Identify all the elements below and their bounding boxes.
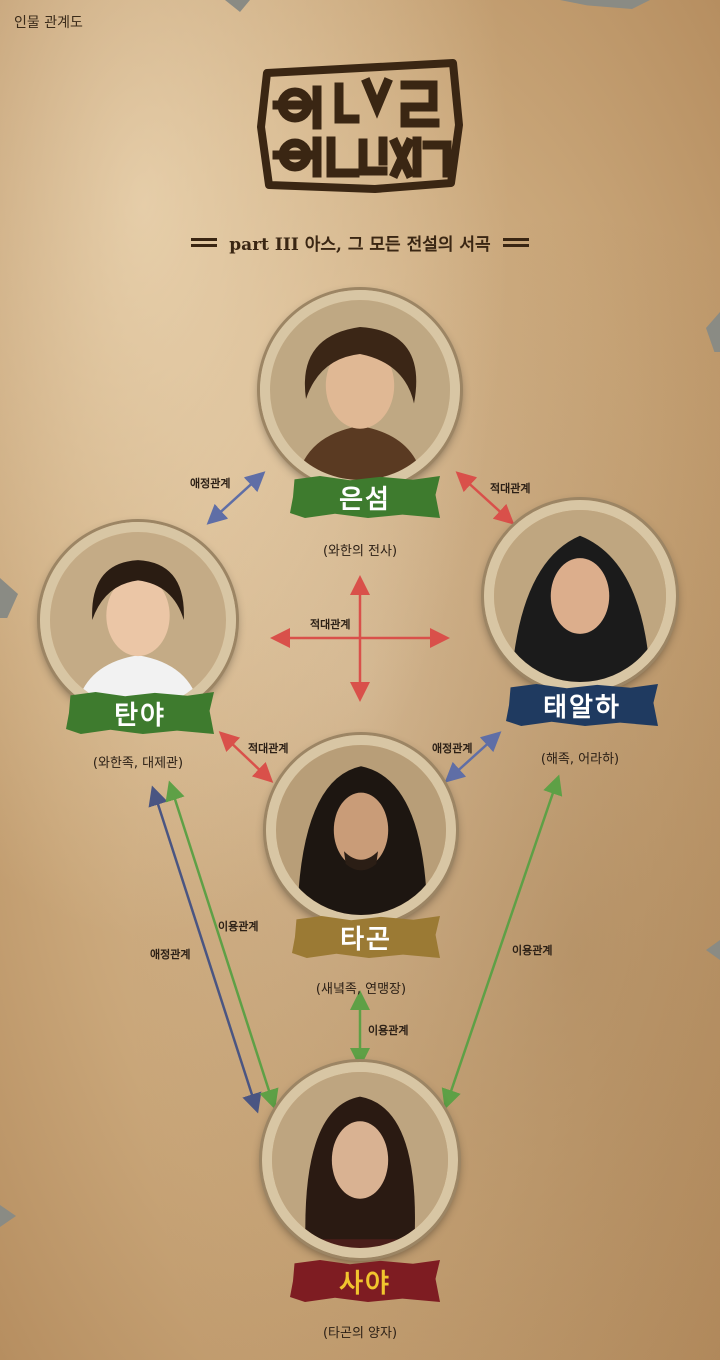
- character-photo: [50, 532, 226, 708]
- double-bar-icon: [191, 238, 218, 247]
- nameplate-tanya: 탄야: [66, 692, 214, 734]
- relation-label: 애정관계: [150, 948, 191, 961]
- subtitle: part III 아스, 그 모든 전설의 서곡: [0, 230, 720, 255]
- portrait-taealha: [484, 500, 676, 692]
- relation-label: 적대관계: [248, 742, 289, 755]
- name-tagon: 타곤: [340, 924, 392, 955]
- subtitle-text: part III 아스, 그 모든 전설의 서곡: [229, 235, 491, 255]
- nameplate-taealha: 태알하: [506, 684, 658, 726]
- arrow-taealha-saya: [441, 774, 563, 1110]
- arrow-eunseom-tanya: [206, 471, 266, 525]
- relation-label: 이용관계: [218, 920, 259, 933]
- portrait-eunseom: [260, 290, 460, 490]
- portrait-tanya: [40, 522, 236, 718]
- character-photo: [270, 300, 450, 480]
- character-photo: [494, 510, 666, 682]
- character-photo: [276, 745, 446, 915]
- arrow-tanya-tagon: [218, 731, 274, 783]
- portrait-saya: [262, 1062, 458, 1258]
- relation-label: 이용관계: [512, 944, 553, 957]
- character-photo: [272, 1072, 448, 1248]
- arrow-taealha-tagon: [444, 731, 502, 783]
- name-saya: 사야: [339, 1268, 391, 1299]
- name-taealha: 태알하: [543, 692, 621, 723]
- double-bar-icon: [502, 238, 529, 247]
- torn-edge-decoration: [560, 0, 650, 9]
- name-eunseom: 은섬: [339, 484, 391, 515]
- arrow-tanya-saya-use: [165, 780, 279, 1110]
- relation-label: 애정관계: [190, 477, 231, 490]
- page-label: 인물 관계도: [14, 15, 83, 31]
- desc-saya: (타곤의 양자): [322, 1326, 398, 1341]
- arrow-eunseom-taealha: [455, 471, 515, 525]
- relation-label: 적대관계: [310, 618, 351, 631]
- desc-tagon: (새녘족, 연맹장): [315, 982, 407, 997]
- name-tanya: 탄야: [114, 700, 166, 731]
- desc-tanya: (와한족, 대제관): [92, 756, 184, 771]
- nameplate-eunseom: 은섬: [290, 476, 440, 518]
- portrait-tagon: [266, 735, 456, 925]
- relation-label: 적대관계: [490, 482, 531, 495]
- arthdal-chronicles-logo: [257, 59, 463, 193]
- nameplate-saya: 사야: [290, 1260, 440, 1302]
- nameplate-tagon: 타곤: [292, 916, 440, 958]
- desc-eunseom: (와한의 전사): [322, 544, 398, 559]
- desc-taealha: (해족, 어라하): [540, 752, 620, 767]
- relation-label: 이용관계: [368, 1024, 409, 1037]
- relation-label: 애정관계: [432, 742, 473, 755]
